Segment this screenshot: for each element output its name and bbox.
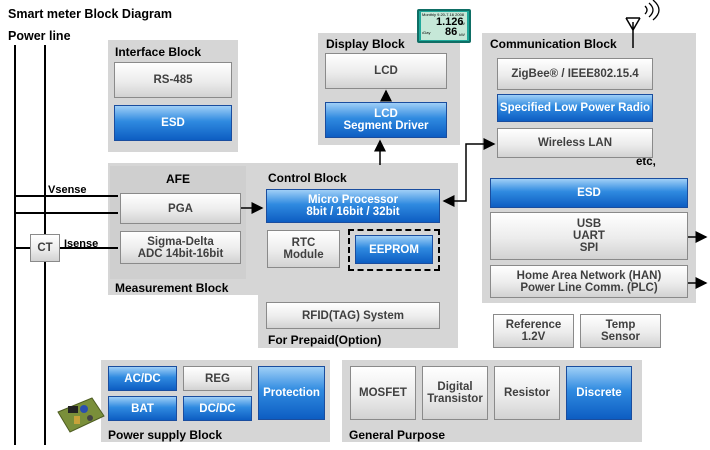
adc-line2: ADC 14bit-16bit (137, 247, 224, 260)
reference-line2: 1.2V (521, 331, 546, 343)
lcd-box: LCD (325, 53, 447, 89)
reg-box: REG (183, 366, 252, 391)
mp-line2: 8bit / 16bit / 32bit (306, 206, 400, 218)
low-power-radio-box: Specified Low Power Radio (497, 94, 653, 122)
spi-label: SPI (579, 242, 599, 254)
digital-transistor-box: Digital Transistor (422, 366, 488, 420)
lcd-screen-unit1: kW (459, 21, 465, 26)
lcd-screen-line1: Monthly 9.20-7.16 2008 (422, 12, 465, 17)
protection-box: Protection (258, 366, 325, 420)
etc-label: etc, (636, 156, 656, 168)
discrete-box: Discrete (566, 366, 632, 420)
zigbee-box: ZigBee® / IEEE802.15.4 (497, 58, 653, 90)
power-supply-title: Power supply Block (108, 428, 223, 442)
lcd-driver-line2: Segment Driver (343, 120, 429, 132)
resistor-box: Resistor (494, 366, 560, 420)
mp-comm-arrow (442, 138, 496, 207)
temp-line2: Sensor (601, 331, 640, 343)
usb-label: USB (576, 218, 602, 230)
rfid-box: RFID(TAG) System (266, 302, 440, 329)
comm-esd-box: ESD (490, 178, 688, 208)
display-block-title: Display Block (326, 37, 405, 51)
power-line-label: Power line (8, 29, 71, 43)
uart-label: UART (573, 230, 605, 242)
interface-esd-box: ESD (114, 105, 232, 141)
vsense-label: Vsense (48, 184, 87, 196)
reference-line1: Reference (505, 319, 562, 331)
acdc-box: AC/DC (108, 366, 177, 391)
general-purpose-title: General Purpose (349, 428, 446, 442)
prepaid-title: For Prepaid(Option) (268, 333, 382, 347)
eeprom-box: EEPROM (355, 235, 433, 264)
lcd-driver-line1: LCD (374, 108, 398, 120)
pga-box: PGA (120, 193, 241, 224)
dt-line2: Transistor (427, 393, 483, 405)
mosfet-box: MOSFET (350, 366, 416, 420)
lcd-screen-label2: •Day (422, 30, 431, 35)
adc-line1: Sigma-Delta (147, 235, 214, 248)
diagram-title: Smart meter Block Diagram (8, 7, 172, 21)
rs485-box: RS-485 (114, 62, 232, 98)
usb-uart-spi-box: USB UART SPI (490, 212, 688, 260)
interface-block-title: Interface Block (115, 45, 202, 59)
antenna-icon (625, 0, 660, 48)
power-line-1 (14, 45, 16, 445)
ct-box: CT (30, 234, 60, 262)
rtc-line2: Module (283, 249, 324, 261)
lcd-screen-value1: 1.126 (436, 16, 464, 28)
plc-label: Power Line Comm. (PLC) (520, 281, 658, 294)
control-block-title: Control Block (268, 171, 347, 185)
wireless-lan-box: Wireless LAN (497, 128, 653, 158)
han-plc-box: Home Area Network (HAN) Power Line Comm.… (490, 265, 688, 298)
lcd-segment-driver-box: LCD Segment Driver (325, 102, 447, 138)
reference-box: Reference 1.2V (493, 314, 574, 348)
temp-sensor-box: Temp Sensor (580, 314, 661, 348)
communication-block-title: Communication Block (490, 37, 617, 51)
temp-line1: Temp (605, 319, 636, 331)
bat-box: BAT (108, 396, 177, 421)
lcd-screen-unit2: kW (459, 32, 465, 37)
afe-title: AFE (166, 172, 190, 186)
power-board-image (57, 397, 105, 433)
han-label: Home Area Network (HAN) (516, 269, 662, 282)
rtc-module-box: RTC Module (267, 230, 340, 268)
lcd-screen-image: Monthly 9.20-7.16 2008 1.126 kW •Day 86 … (417, 9, 471, 43)
rtc-line1: RTC (291, 237, 316, 249)
mp-line1: Micro Processor (307, 194, 399, 206)
dcdc-box: DC/DC (183, 396, 252, 421)
dt-line1: Digital (437, 381, 473, 393)
measurement-block-title: Measurement Block (115, 281, 229, 295)
micro-processor-box: Micro Processor 8bit / 16bit / 32bit (266, 189, 440, 223)
eeprom-dashed-frame (348, 229, 440, 271)
lcd-screen-value2: 86 (445, 26, 458, 38)
adc-box: Sigma-Delta ADC 14bit-16bit (120, 231, 241, 264)
